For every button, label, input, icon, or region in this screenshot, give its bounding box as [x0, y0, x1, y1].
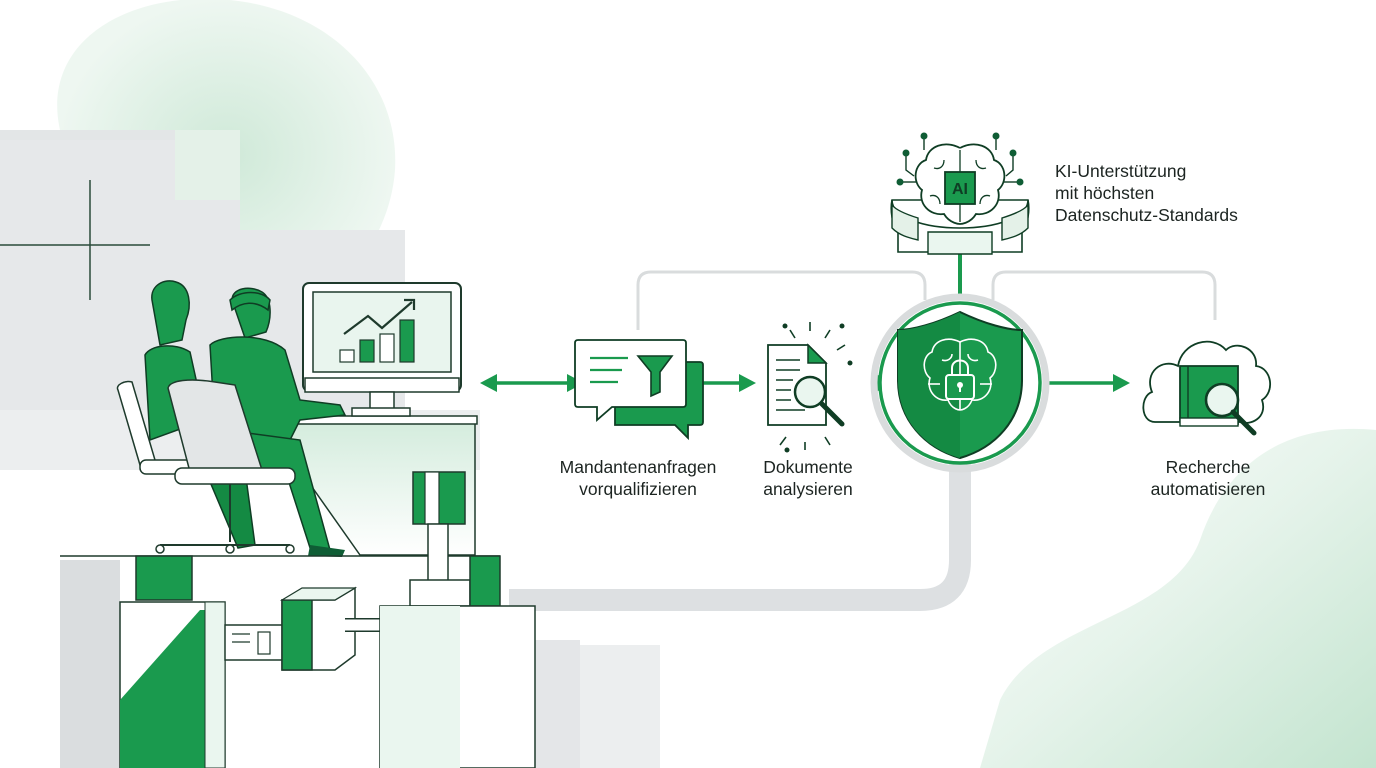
ai-brain-platform-icon: [890, 132, 1030, 255]
step-label-qualify-line1: Mandantenanfragen: [559, 457, 717, 477]
chair-front: [155, 379, 296, 554]
step-label-analyze-line2: analysieren: [763, 479, 853, 499]
step-label-analyze: Dokumente analysieren: [738, 456, 878, 500]
monitor: [302, 282, 462, 417]
step-label-qualify: Mandantenanfragen vorqualifizieren: [528, 456, 748, 500]
step-label-research-line2: automatisieren: [1150, 479, 1266, 499]
ai-support-note: KI-Unterstützung mit höchsten Datenschut…: [1055, 160, 1238, 226]
shield-lock-icon: [897, 310, 1023, 460]
cloud-book-search-icon: [1142, 340, 1271, 436]
document-search-icon: [767, 322, 853, 453]
window-lines: [0, 180, 150, 300]
chat-funnel-icon: [574, 339, 704, 441]
ai-support-note-line2: mit höchsten: [1055, 183, 1155, 203]
arrow-to-documents: [703, 374, 756, 392]
step-label-research: Recherche automatisieren: [1128, 456, 1288, 500]
ai-support-note-line1: KI-Unterstützung: [1055, 161, 1187, 181]
ai-support-note-line3: Datenschutz-Standards: [1055, 205, 1238, 225]
step-label-analyze-line1: Dokumente: [763, 457, 853, 477]
arrow-left-double: [480, 374, 584, 392]
background-blob-right: [980, 428, 1376, 768]
connector-pipe: [509, 450, 971, 640]
desk-scene: [60, 280, 536, 768]
machinery: [119, 471, 536, 768]
connector-lines-gray: [636, 270, 1217, 330]
step-label-research-line1: Recherche: [1165, 457, 1251, 477]
arrow-to-research: [1045, 374, 1130, 392]
ai-chip-label: AI: [952, 181, 968, 198]
step-label-qualify-line2: vorqualifizieren: [579, 479, 697, 499]
